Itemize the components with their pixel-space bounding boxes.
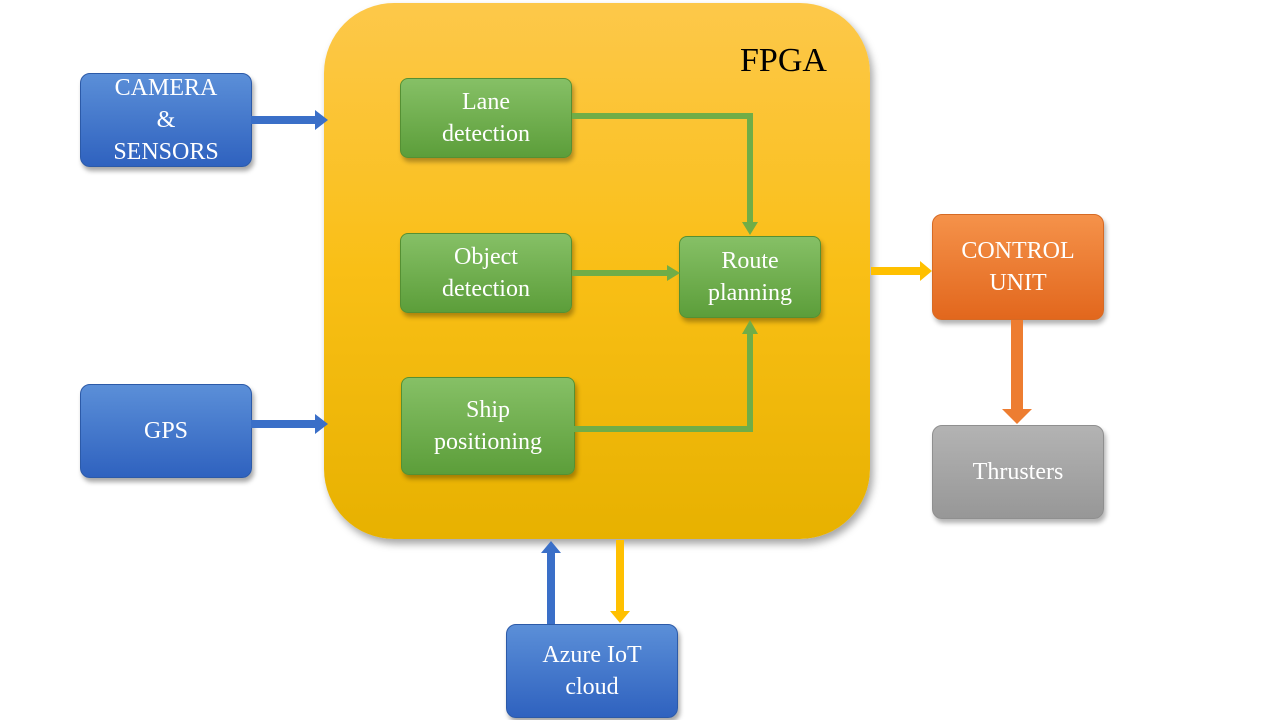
route-line-2: planning xyxy=(708,280,792,306)
control-line-1: CONTROL xyxy=(961,238,1075,264)
route-line-1: Route xyxy=(721,248,779,274)
arrow-camera-to-fpga xyxy=(251,110,328,130)
thrusters-box: Thrusters xyxy=(932,425,1104,519)
gps-box: GPS xyxy=(80,384,252,478)
cloud-line-2: cloud xyxy=(565,674,619,700)
camera-line-3: SENSORS xyxy=(113,139,219,165)
arrow-cloud-to-fpga xyxy=(541,541,561,624)
arrow-gps-to-fpga xyxy=(251,414,328,434)
object-line-2: detection xyxy=(442,276,530,302)
control-line-2: UNIT xyxy=(989,270,1047,296)
arrow-object-to-route xyxy=(572,265,680,281)
arrow-lane-to-route xyxy=(572,113,758,235)
lane-line-1: Lane xyxy=(462,89,510,115)
ship-line-2: positioning xyxy=(433,429,542,455)
camera-sensors-box: CAMERA & SENSORS xyxy=(80,73,252,167)
control-unit-box: CONTROL UNIT xyxy=(932,214,1104,320)
gps-label: GPS xyxy=(143,418,189,444)
arrow-fpga-to-control xyxy=(871,261,932,281)
object-detection-box: Object detection xyxy=(400,233,572,313)
lane-detection-box: Lane detection xyxy=(400,78,572,158)
camera-line-1: CAMERA xyxy=(114,75,218,101)
azure-cloud-box: Azure IoT cloud xyxy=(506,624,678,718)
object-line-1: Object xyxy=(454,244,518,270)
camera-line-2: & xyxy=(156,107,176,133)
arrow-ship-to-route xyxy=(574,320,758,432)
thrusters-label: Thrusters xyxy=(972,459,1064,485)
arrow-fpga-to-cloud xyxy=(610,540,630,623)
lane-line-2: detection xyxy=(442,121,530,147)
cloud-line-1: Azure IoT xyxy=(542,642,642,668)
fpga-label: FPGA xyxy=(740,42,827,79)
ship-positioning-box: Ship positioning xyxy=(401,377,575,475)
route-planning-box: Route planning xyxy=(679,236,821,318)
ship-line-1: Ship xyxy=(465,397,510,423)
arrow-control-to-thrusters xyxy=(1002,320,1032,424)
